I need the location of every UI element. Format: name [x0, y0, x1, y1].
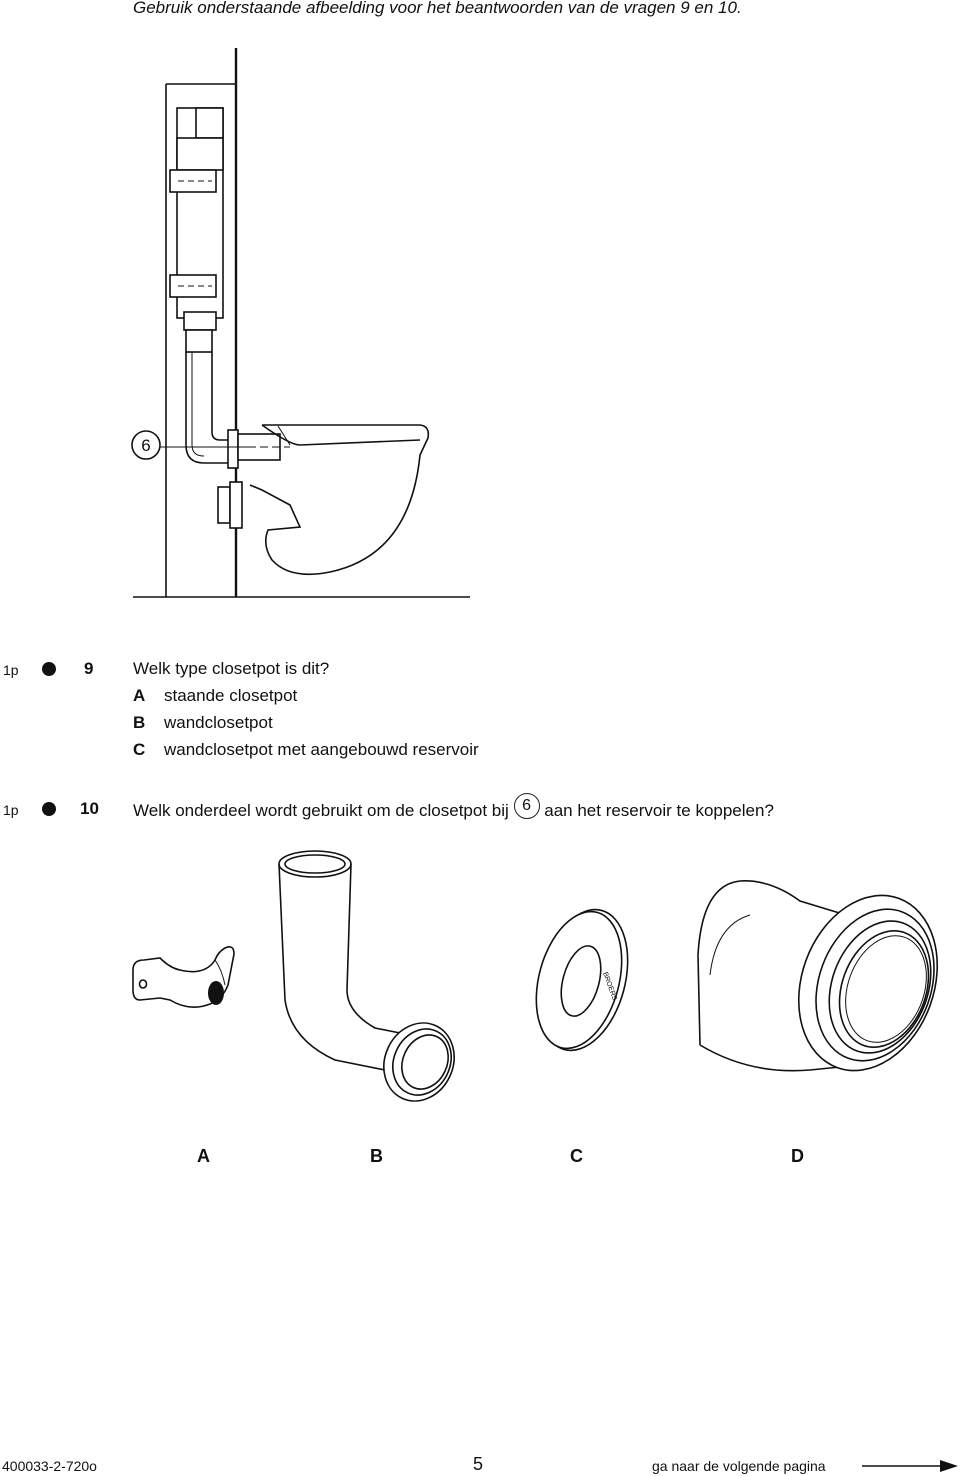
q10-callout-ref: 6 — [513, 793, 540, 819]
q10-text: Welk onderdeel wordt gebruikt om de clos… — [133, 793, 774, 825]
q9-option-b-letter: B — [133, 713, 146, 732]
toilet-installation-figure: 6 — [131, 48, 470, 598]
q10-text-before: Welk onderdeel wordt gebruikt om de clos… — [133, 801, 509, 820]
q10-text-after: aan het reservoir te koppelen? — [544, 801, 774, 820]
footer-code: 400033-2-720o — [2, 1458, 97, 1474]
q9-points: 1p — [3, 662, 19, 678]
page-number: 5 — [473, 1454, 484, 1474]
q9-bullet-icon — [42, 662, 56, 676]
q9-option-b-text: wandclosetpot — [164, 713, 273, 732]
intro-text: Gebruik onderstaande afbeelding voor het… — [133, 0, 742, 17]
bend-pipe-icon — [278, 850, 455, 1102]
q10-points: 1p — [3, 802, 19, 818]
q9-option-c-text: wandclosetpot met aangebouwd reservoir — [164, 740, 479, 759]
arrow-right-icon — [862, 1460, 958, 1472]
q9-option-a-text: staande closetpot — [164, 686, 298, 705]
footer-next-text: ga naar de volgende pagina — [652, 1458, 826, 1474]
figure-callout: 6 — [141, 436, 150, 455]
q9-number: 9 — [84, 659, 94, 678]
q10-bullet-icon — [42, 802, 56, 816]
elbow-connector-icon — [697, 880, 939, 1072]
choice-b-label: B — [370, 1146, 383, 1166]
choice-c-label: C — [570, 1146, 583, 1166]
pipe-clamp-icon — [132, 946, 235, 1008]
q9-option-a-letter: A — [133, 686, 146, 705]
q10-number: 10 — [80, 799, 99, 818]
choice-a-label: A — [197, 1146, 210, 1166]
rosette-ring-icon: BROERS — [535, 908, 629, 1052]
q9-text: Welk type closetpot is dit? — [133, 659, 330, 678]
q9-option-c-letter: C — [133, 740, 146, 759]
choice-d-label: D — [791, 1146, 804, 1166]
